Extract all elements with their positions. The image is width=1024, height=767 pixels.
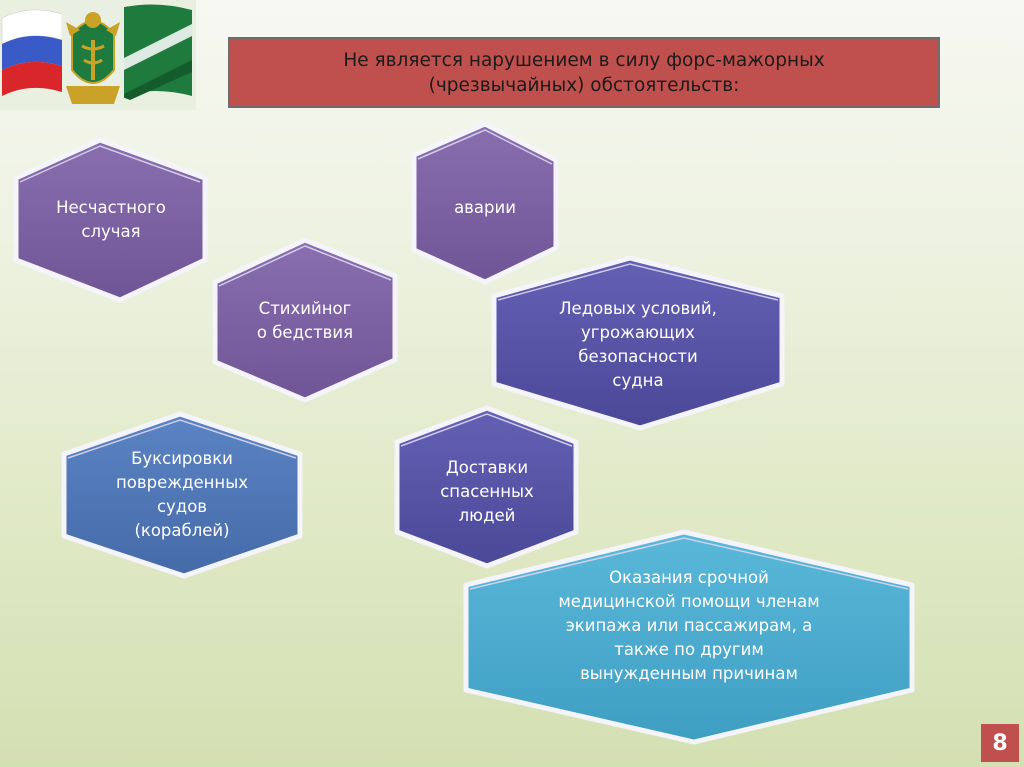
hex-ice [491, 255, 785, 431]
customs-emblem-icon [62, 2, 124, 108]
title-box: Не является нарушением в силу форс-мажор… [228, 37, 940, 108]
hex-label-ice: Ледовых условий, угрожающих безопасности… [559, 299, 717, 390]
hex-delivery [394, 405, 579, 569]
flag-customs-icon [120, 4, 192, 100]
hex-disaster [212, 237, 398, 403]
hex-label-accident: Несчастного случая [56, 198, 166, 241]
hex-label-delivery: Доставки спасенных людей [440, 458, 534, 525]
hex-label-disaster: Стихийног о бедствия [256, 299, 354, 342]
page-number: 8 [981, 724, 1019, 762]
hex-accident [13, 137, 208, 303]
customs-logo [0, 0, 196, 110]
hex-label-failure: аварии [454, 198, 516, 217]
hex-label-medical: Оказания срочной медицинской помощи член… [558, 568, 820, 683]
hex-failure [411, 121, 559, 285]
slide-title: Не является нарушением в силу форс-мажор… [343, 49, 825, 96]
hex-towing [61, 411, 303, 579]
hex-label-towing: Буксировки поврежденных судов (кораблей) [115, 449, 249, 540]
hex-medical [463, 529, 915, 745]
